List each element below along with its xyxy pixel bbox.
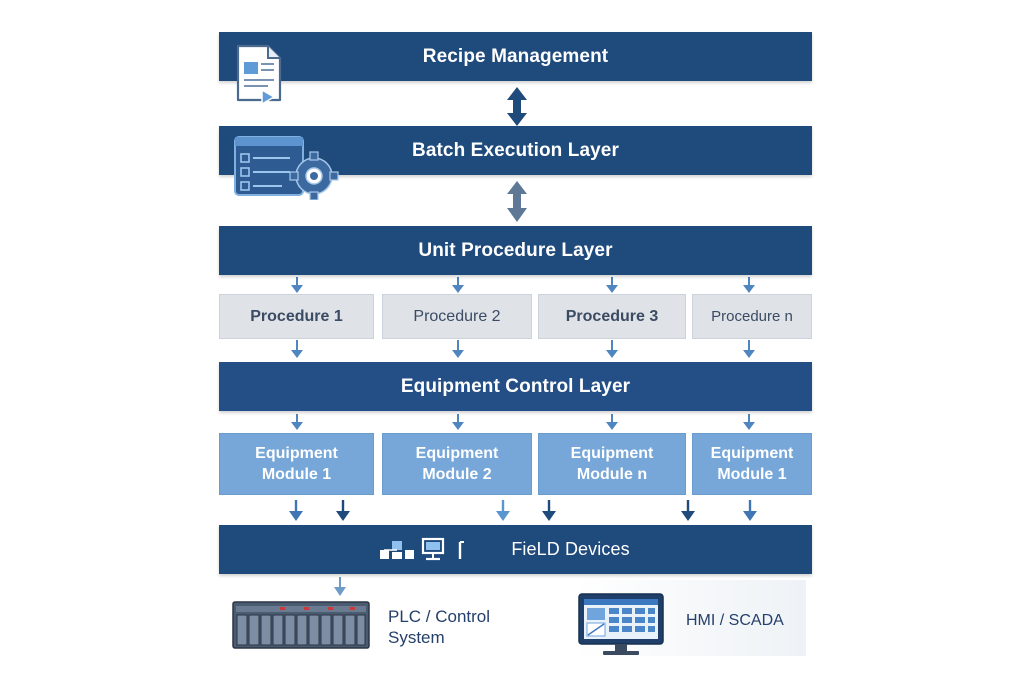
module-label-line1: Equipment	[255, 445, 338, 462]
arrows-procedures-to-equipment	[291, 340, 755, 358]
batch-execution-layer: Batch Execution Layer	[219, 126, 812, 175]
plc-label-line1: PLC / Control	[388, 607, 491, 626]
procedure-label: Procedure n	[711, 308, 793, 325]
batch-execution-label: Batch Execution Layer	[412, 139, 619, 161]
module-label-line2: Module n	[576, 466, 648, 483]
hmi-monitor-icon	[578, 593, 664, 655]
module-label-line2: Module 1	[717, 466, 787, 483]
equipment-control-label: Equipment Control Layer	[400, 375, 631, 397]
field-devices-label: FieLD Devices	[511, 539, 630, 559]
document-icon	[236, 44, 282, 106]
hmi-scada-label: HMI / SCADA	[686, 612, 784, 629]
procedure-label: Procedure 1	[250, 307, 343, 325]
procedure-box-3: Procedure 3	[538, 294, 686, 339]
arrows-unit-to-procedures	[291, 277, 755, 293]
plc-label-line2: System	[388, 628, 445, 647]
bidirectional-arrow-batch-unit	[507, 181, 527, 222]
unit-procedure-layer: Unit Procedure Layer	[219, 226, 812, 275]
monitor-icon	[421, 537, 445, 561]
field-devices-layer: FieLD Devices	[219, 525, 812, 574]
procedure-box-2: Procedure 2	[382, 294, 532, 339]
arrows-modules-to-field	[289, 500, 757, 521]
device-icon	[458, 541, 464, 559]
module-label-line1: Equipment	[415, 445, 499, 462]
procedure-label: Procedure 2	[413, 307, 501, 325]
plc-rack-icon	[232, 601, 370, 649]
network-icon	[380, 541, 414, 559]
module-label-line2: Module 2	[422, 466, 492, 483]
recipe-management-layer: Recipe Management	[219, 32, 812, 81]
procedure-label: Procedure 3	[565, 307, 659, 325]
equipment-control-layer: Equipment Control Layer	[219, 362, 812, 411]
module-label-line1: Equipment	[710, 445, 794, 462]
procedure-box-n: Procedure n	[692, 294, 812, 339]
procedure-box-1: Procedure 1	[219, 294, 374, 339]
module-label-line2: Module 1	[261, 466, 332, 483]
checklist-gear-icon	[234, 136, 339, 200]
arrows-equipment-to-modules	[291, 414, 755, 430]
plc-control-system-label: PLC / Control System	[388, 606, 490, 648]
bidirectional-arrow-recipe-batch	[507, 87, 527, 126]
arrow-field-to-plc	[334, 577, 346, 596]
recipe-management-label: Recipe Management	[422, 45, 609, 67]
unit-procedure-label: Unit Procedure Layer	[418, 239, 613, 261]
module-label-line1: Equipment	[570, 445, 654, 462]
